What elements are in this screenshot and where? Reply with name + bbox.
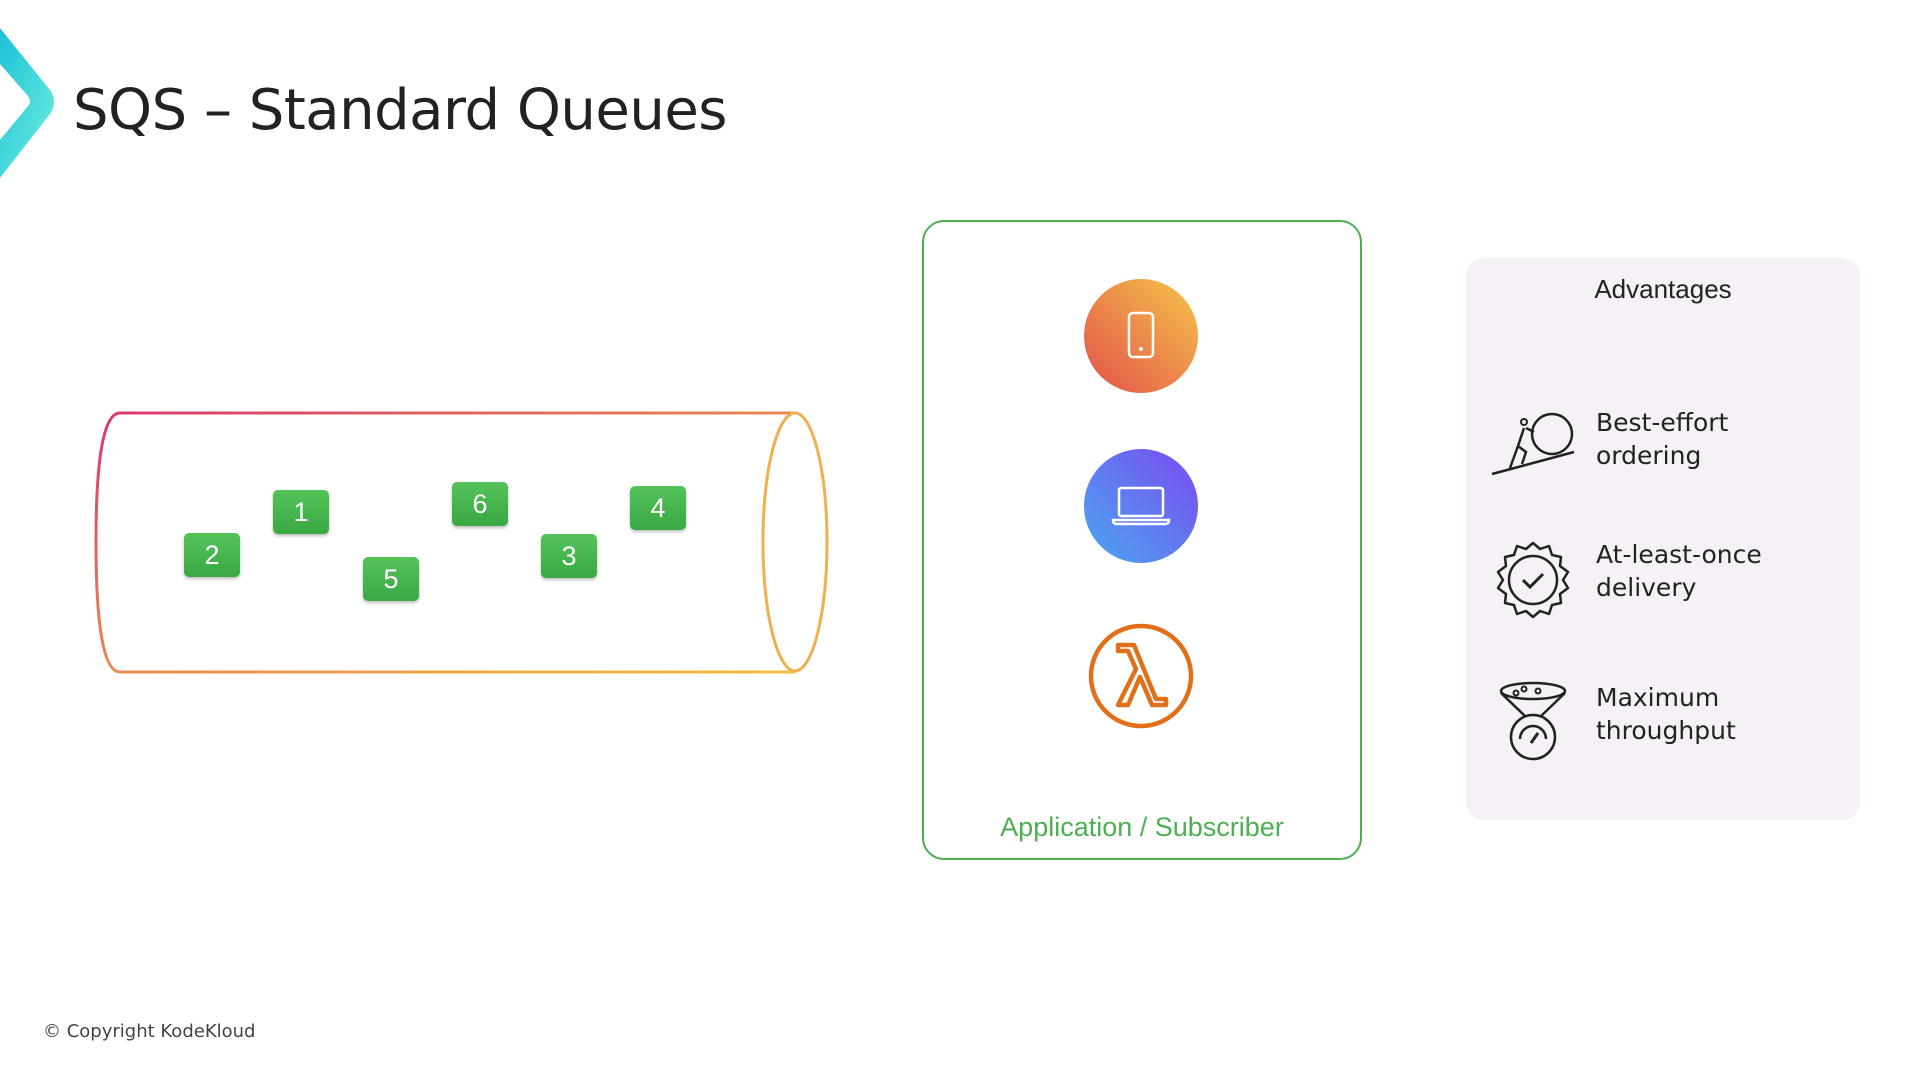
advantage-line: ordering bbox=[1596, 441, 1702, 470]
queue-message: 4 bbox=[630, 486, 686, 530]
queue-message: 3 bbox=[541, 534, 597, 578]
queue-message: 5 bbox=[363, 557, 419, 601]
brand-chevron-icon bbox=[0, 28, 54, 178]
badge-check-icon bbox=[1496, 541, 1570, 619]
advantage-at-least-once: At-least-once delivery bbox=[1596, 538, 1762, 604]
subscriber-box bbox=[922, 220, 1362, 860]
subscriber-label: Application / Subscriber bbox=[1000, 812, 1284, 842]
queue-cylinder bbox=[94, 411, 829, 674]
page-title: SQS – Standard Queues bbox=[73, 78, 727, 143]
copyright: © Copyright KodeKloud bbox=[43, 1021, 256, 1042]
laptop-icon bbox=[1084, 449, 1198, 563]
queue-message: 6 bbox=[452, 482, 508, 526]
advantage-line: delivery bbox=[1596, 573, 1697, 602]
funnel-gauge-icon bbox=[1499, 681, 1567, 761]
advantage-line: Maximum bbox=[1596, 683, 1720, 712]
advantage-line: At-least-once bbox=[1596, 540, 1762, 569]
mobile-icon bbox=[1084, 279, 1198, 393]
sisyphus-icon bbox=[1491, 412, 1575, 476]
queue-message: 1 bbox=[273, 490, 329, 534]
lambda-icon bbox=[1084, 619, 1198, 733]
advantages-title: Advantages bbox=[1594, 274, 1732, 304]
queue-message: 2 bbox=[184, 533, 240, 577]
advantage-line: throughput bbox=[1596, 716, 1736, 745]
advantage-max-throughput: Maximum throughput bbox=[1596, 681, 1736, 747]
advantage-line: Best-effort bbox=[1596, 408, 1729, 437]
advantage-best-effort: Best-effort ordering bbox=[1596, 406, 1728, 472]
